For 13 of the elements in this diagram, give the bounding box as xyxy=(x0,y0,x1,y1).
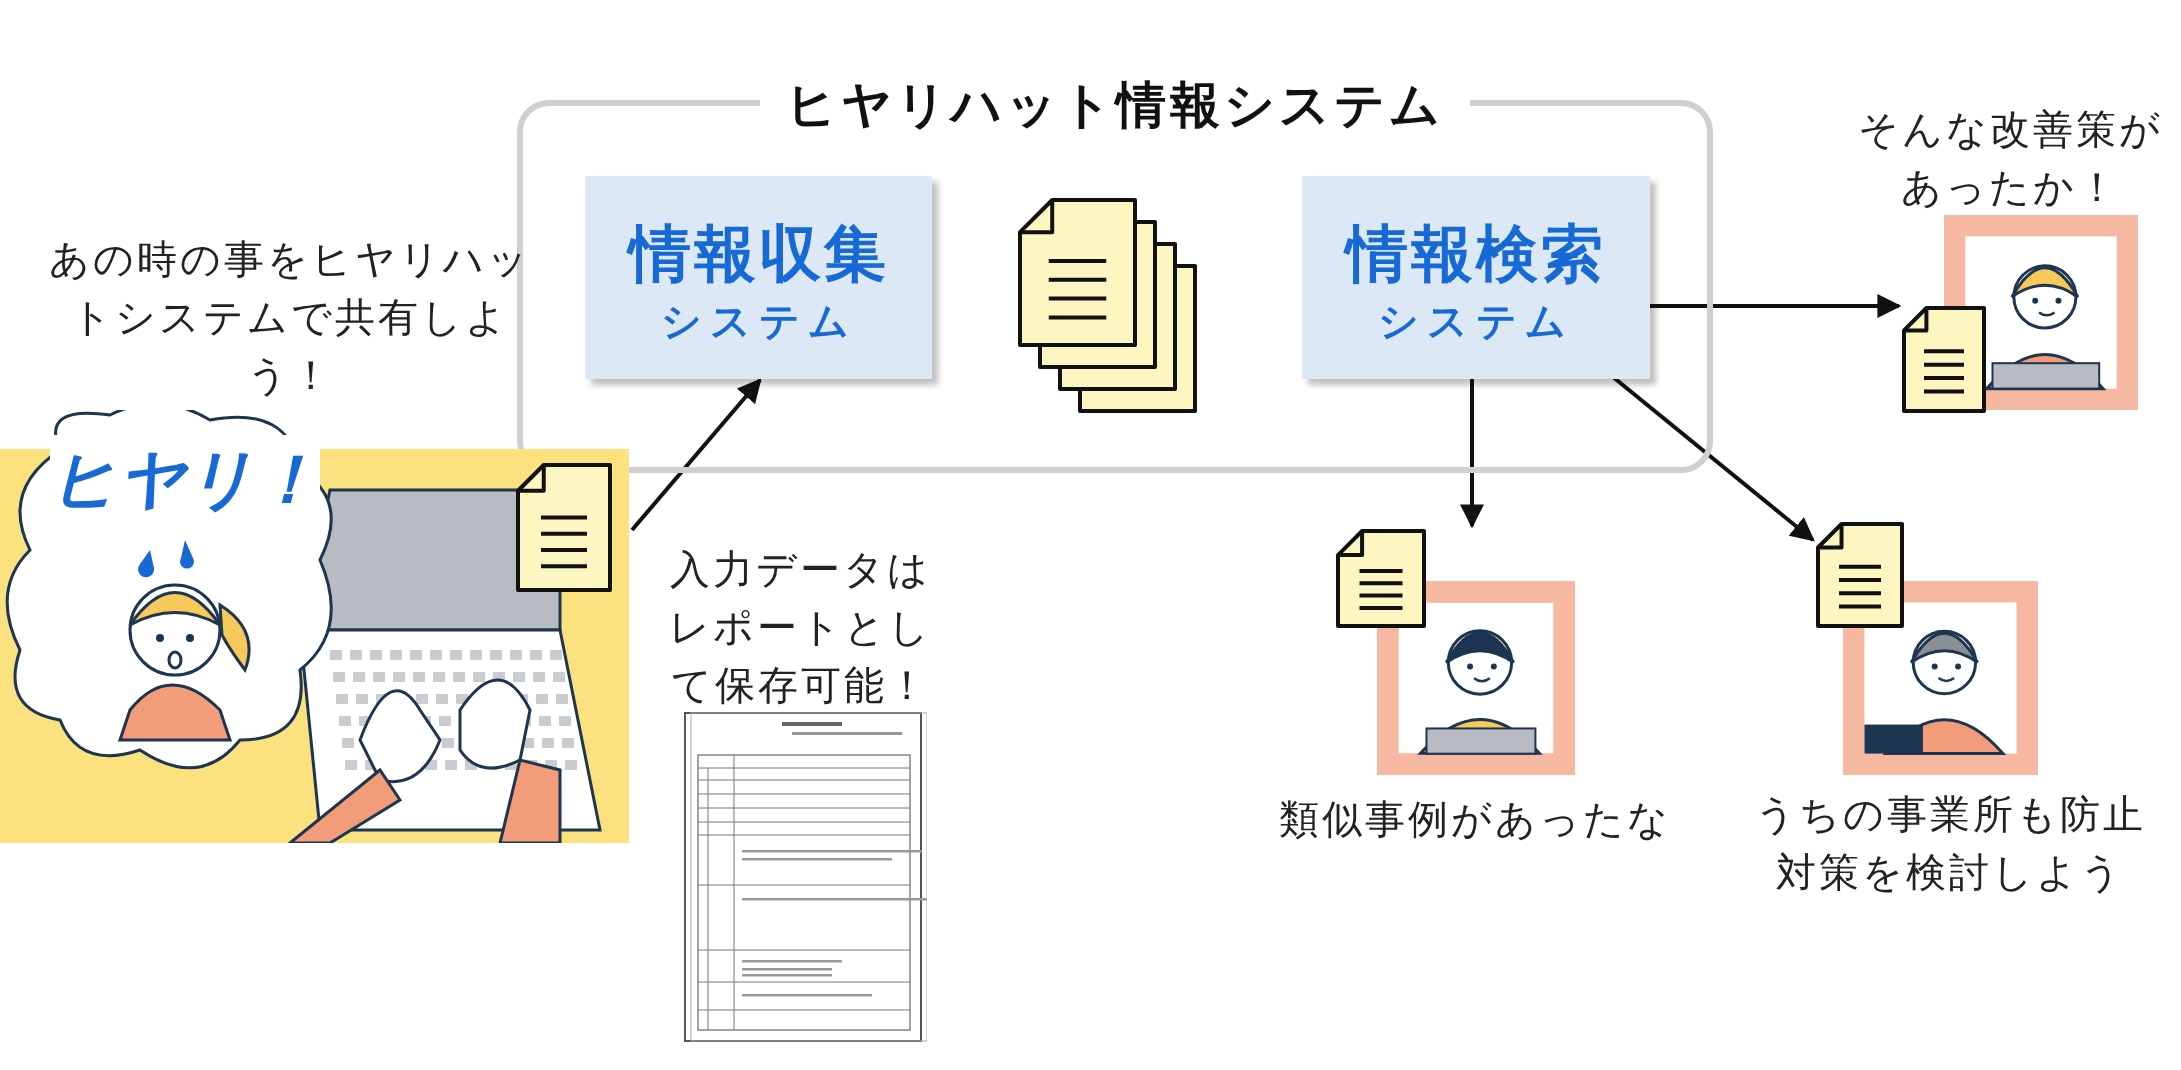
arrow xyxy=(630,378,762,532)
box-subheading: システム xyxy=(1377,297,1575,346)
speech-text: 類似事例があったな xyxy=(1278,795,1672,844)
system-box xyxy=(1302,176,1650,379)
box-heading: 情報収集 xyxy=(625,216,890,292)
speech-text: あの時の事をヒヤリハットシステムで共有しよう！ xyxy=(48,235,532,400)
box-heading: 情報検索 xyxy=(1302,212,1650,296)
box-subheading: システム xyxy=(659,297,858,346)
system-box xyxy=(585,176,932,379)
speech-text: そんな改善策があったか！ xyxy=(1856,105,2164,212)
arrow xyxy=(1460,377,1484,529)
speech-text: うちの事業所も防止対策を検討しよう xyxy=(1753,790,2147,897)
note-text: 入力データはレポートとして保存可能！ xyxy=(667,545,933,710)
